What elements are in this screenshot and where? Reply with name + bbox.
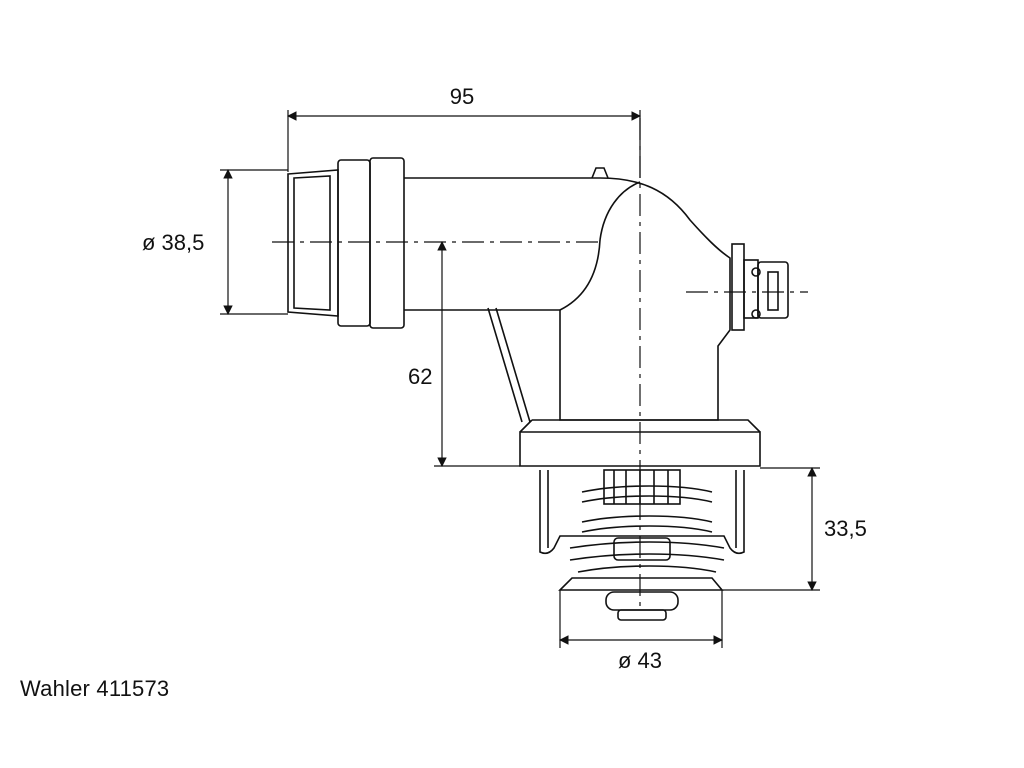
label-diameter-43: ø 43	[618, 648, 662, 673]
inlet-ring	[369, 157, 405, 329]
spring	[569, 485, 725, 573]
valve-stem	[603, 469, 681, 505]
dimension-lines	[220, 110, 820, 648]
inlet-collar-inner	[293, 175, 331, 311]
label-33-5: 33,5	[824, 516, 867, 541]
sensor-connector	[731, 243, 745, 331]
center-lines	[272, 118, 808, 612]
support-strut	[487, 307, 531, 423]
caption-part-number: Wahler 411573	[20, 676, 170, 701]
thermostat-cage	[539, 470, 745, 555]
vent-nipple	[591, 167, 609, 179]
elbow-curve	[559, 239, 601, 311]
label-62: 62	[408, 364, 432, 389]
thermostat-housing	[287, 157, 789, 621]
pipe-body	[404, 177, 731, 421]
base-flange	[519, 431, 761, 467]
label-diameter-38-5: ø 38,5	[142, 230, 204, 255]
valve-disc	[558, 577, 724, 591]
inlet-flange	[337, 159, 371, 327]
label-95: 95	[450, 84, 474, 109]
